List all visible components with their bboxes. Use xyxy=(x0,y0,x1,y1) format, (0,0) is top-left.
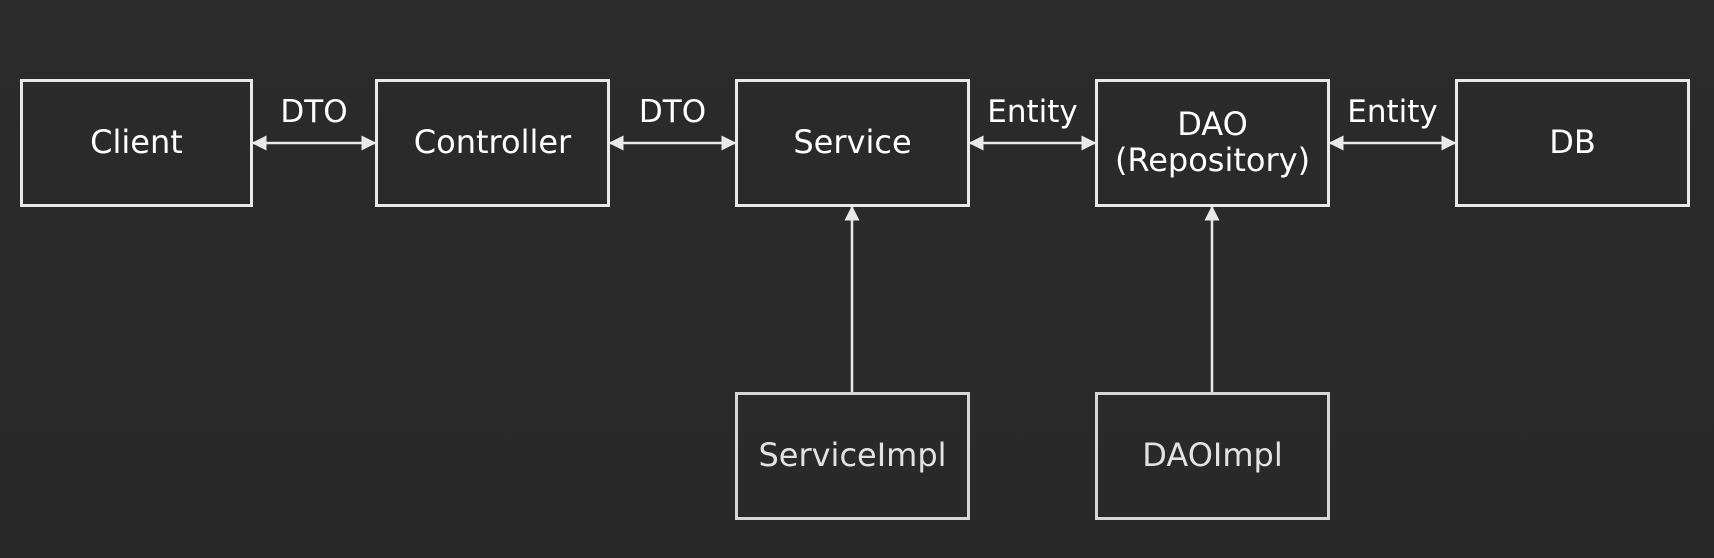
edge-label-client-controller: DTO xyxy=(280,94,348,130)
node-dao: DAO (Repository) xyxy=(1095,79,1330,207)
edge-label-service-dao: Entity xyxy=(987,94,1078,130)
node-dao-impl: DAOImpl xyxy=(1095,392,1330,520)
edge-label-dao-db: Entity xyxy=(1347,94,1438,130)
node-client: Client xyxy=(20,79,253,207)
node-service-impl: ServiceImpl xyxy=(735,392,970,520)
node-service: Service xyxy=(735,79,970,207)
node-db: DB xyxy=(1455,79,1690,207)
edge-label-controller-service: DTO xyxy=(638,94,707,130)
node-controller: Controller xyxy=(375,79,610,207)
